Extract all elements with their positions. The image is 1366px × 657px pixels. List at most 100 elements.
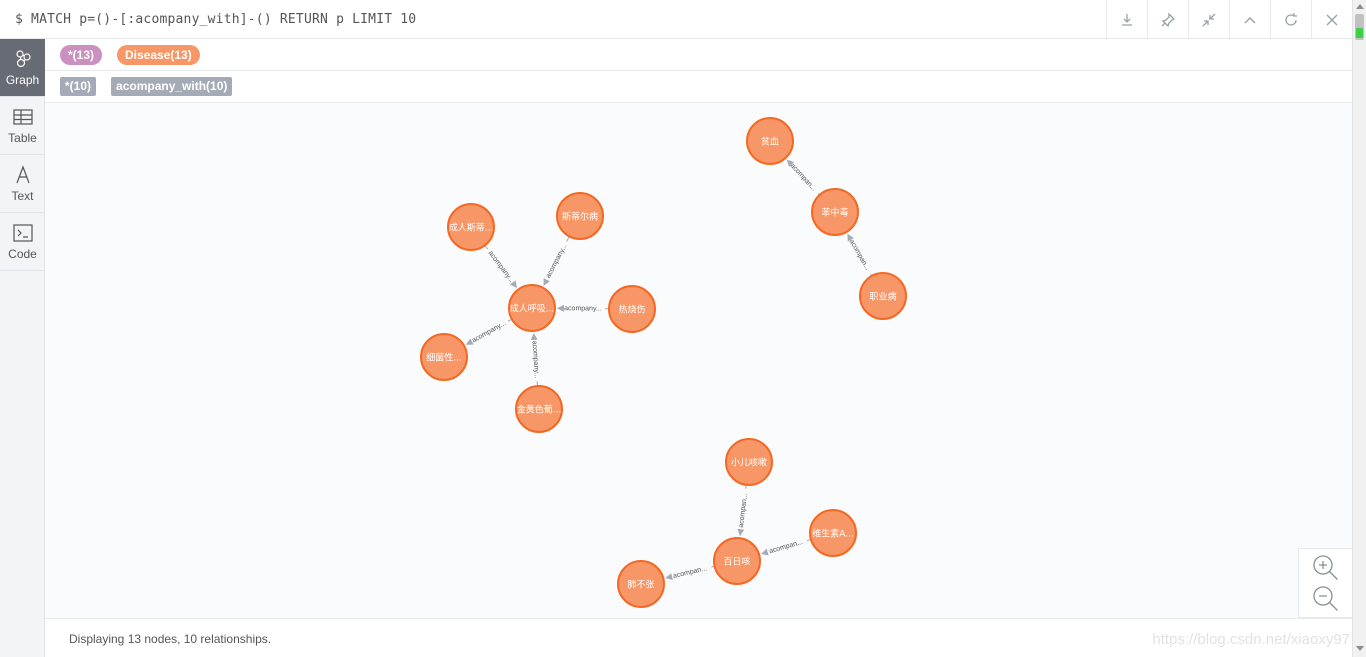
relationship-label: acompan...	[789, 162, 818, 192]
graph-node[interactable]: 金黄色葡...	[515, 385, 563, 433]
relationship[interactable]: acompany...	[543, 237, 570, 286]
relationship-line	[711, 566, 714, 568]
legend-rel-acompany-with[interactable]: acompany_with(10)	[111, 77, 233, 96]
relationship-label: acompan...	[848, 238, 871, 272]
legend-label-disease[interactable]: Disease(13)	[117, 44, 200, 65]
relationship[interactable]: acompany...	[485, 245, 517, 289]
relationship-label: acompany...	[545, 243, 569, 280]
node-label: 维生素A...	[812, 528, 854, 540]
relationship[interactable]: acompan...	[665, 565, 714, 580]
view-tab-code[interactable]: Code	[0, 213, 45, 271]
code-icon	[12, 224, 33, 242]
graph-node[interactable]: 成人斯蒂...	[447, 203, 495, 251]
graph-node[interactable]: 小儿咳嗽	[725, 438, 773, 486]
view-sidebar: Graph Table Text Code	[0, 39, 45, 657]
query-text[interactable]: $ MATCH p=()-[:acompany_with]-() RETURN …	[15, 12, 417, 27]
graph-node[interactable]: 细菌性...	[420, 333, 468, 381]
node-circle[interactable]	[811, 188, 859, 236]
graph-node[interactable]: 成人呼吸...	[508, 284, 556, 332]
graph-node[interactable]: 肺不张	[617, 560, 665, 608]
view-tab-graph-label: Graph	[5, 73, 40, 87]
scroll-thumb[interactable]	[1355, 14, 1364, 40]
collapse-button[interactable]	[1188, 0, 1229, 39]
table-icon	[12, 109, 33, 125]
relationship-arrow	[509, 280, 517, 289]
close-button[interactable]	[1311, 0, 1352, 39]
chevron-up-icon	[1244, 16, 1256, 23]
relationship-line	[507, 319, 512, 322]
node-circle[interactable]	[725, 438, 773, 486]
close-icon	[1326, 14, 1338, 25]
node-label: 小儿咳嗽	[731, 457, 767, 469]
graph-node[interactable]: 热烧伤	[608, 285, 656, 333]
legend-rel-all[interactable]: *(10)	[60, 77, 97, 96]
node-circle[interactable]	[508, 284, 556, 332]
relationship[interactable]: acompany...	[530, 332, 540, 386]
node-circle[interactable]	[809, 509, 857, 557]
minimize-button[interactable]	[1229, 0, 1270, 39]
collapse-icon	[1202, 13, 1216, 26]
node-circle[interactable]	[746, 117, 794, 165]
node-circle[interactable]	[617, 560, 665, 608]
node-circle[interactable]	[447, 203, 495, 251]
relationship-arrow	[786, 159, 795, 167]
scroll-indicator	[1356, 28, 1363, 38]
graph-node[interactable]: 苯中毒	[811, 188, 859, 236]
relationship[interactable]: acompany...	[465, 319, 512, 345]
node-label: 苯中毒	[821, 207, 848, 219]
relationship[interactable]: acompan...	[786, 159, 820, 195]
relationship[interactable]: acompan...	[761, 539, 811, 556]
status-text: Displaying 13 nodes, 10 relationships.	[69, 632, 272, 646]
relationship-line	[817, 193, 820, 195]
graph-node[interactable]: 职业病	[859, 272, 907, 320]
scroll-down-arrow-icon[interactable]	[1356, 646, 1364, 651]
relationship-label: acompany...	[530, 341, 540, 379]
view-tab-table[interactable]: Table	[0, 97, 45, 155]
zoom-out-icon	[1312, 585, 1338, 611]
node-label: 贫血	[761, 136, 779, 148]
query-bar: $ MATCH p=()-[:acompany_with]-() RETURN …	[0, 0, 1352, 39]
rerun-button[interactable]	[1270, 0, 1311, 39]
view-tab-table-label: Table	[8, 131, 37, 145]
graph-node[interactable]: 斯蒂尔病	[556, 192, 604, 240]
graph-node[interactable]: 贫血	[746, 117, 794, 165]
relationship-arrow	[847, 233, 854, 242]
relationship-label: acompan...	[768, 539, 803, 555]
view-tab-graph[interactable]: Graph	[0, 39, 45, 97]
node-circle[interactable]	[556, 192, 604, 240]
node-label: 职业病	[869, 291, 896, 303]
relationship-arrow	[465, 338, 474, 345]
node-circle[interactable]	[515, 385, 563, 433]
relationship-label: acompany...	[564, 305, 602, 312]
node-circle[interactable]	[713, 537, 761, 585]
node-circle[interactable]	[420, 333, 468, 381]
pin-button[interactable]	[1147, 0, 1188, 39]
scroll-up-arrow-icon[interactable]	[1356, 4, 1364, 9]
graph-node[interactable]: 百日咳	[713, 537, 761, 585]
relationship[interactable]: acompany...	[556, 304, 609, 313]
relationship-arrow	[543, 278, 550, 286]
legend-label-all[interactable]: *(13)	[60, 44, 103, 65]
node-label: 成人斯蒂...	[449, 222, 494, 234]
zoom-in-button[interactable]	[1311, 553, 1341, 583]
graph-canvas[interactable]: acompan... acompan... acompany... acompany.…	[45, 103, 1352, 618]
download-button[interactable]	[1106, 0, 1147, 39]
node-label: 百日咳	[723, 556, 750, 568]
zoom-out-button[interactable]	[1311, 584, 1341, 614]
relationship-line	[485, 245, 489, 250]
relationship[interactable]: acompan...	[737, 485, 749, 537]
relationship-label: acompan...	[672, 565, 707, 580]
relationship[interactable]: acompan...	[847, 233, 872, 276]
relationship-label: acompany...	[471, 320, 507, 344]
scrollbar[interactable]	[1352, 0, 1366, 657]
relationship-arrow	[761, 548, 769, 556]
view-tab-text-label: Text	[11, 189, 34, 203]
view-tab-text[interactable]: Text	[0, 155, 45, 213]
node-label-legend: *(13) Disease(13)	[45, 39, 1352, 71]
download-icon	[1122, 13, 1132, 26]
node-circle[interactable]	[608, 285, 656, 333]
graph-node[interactable]: 维生素A...	[809, 509, 857, 557]
relationship-line	[869, 273, 872, 276]
node-circle[interactable]	[859, 272, 907, 320]
node-label: 成人呼吸...	[510, 303, 555, 315]
